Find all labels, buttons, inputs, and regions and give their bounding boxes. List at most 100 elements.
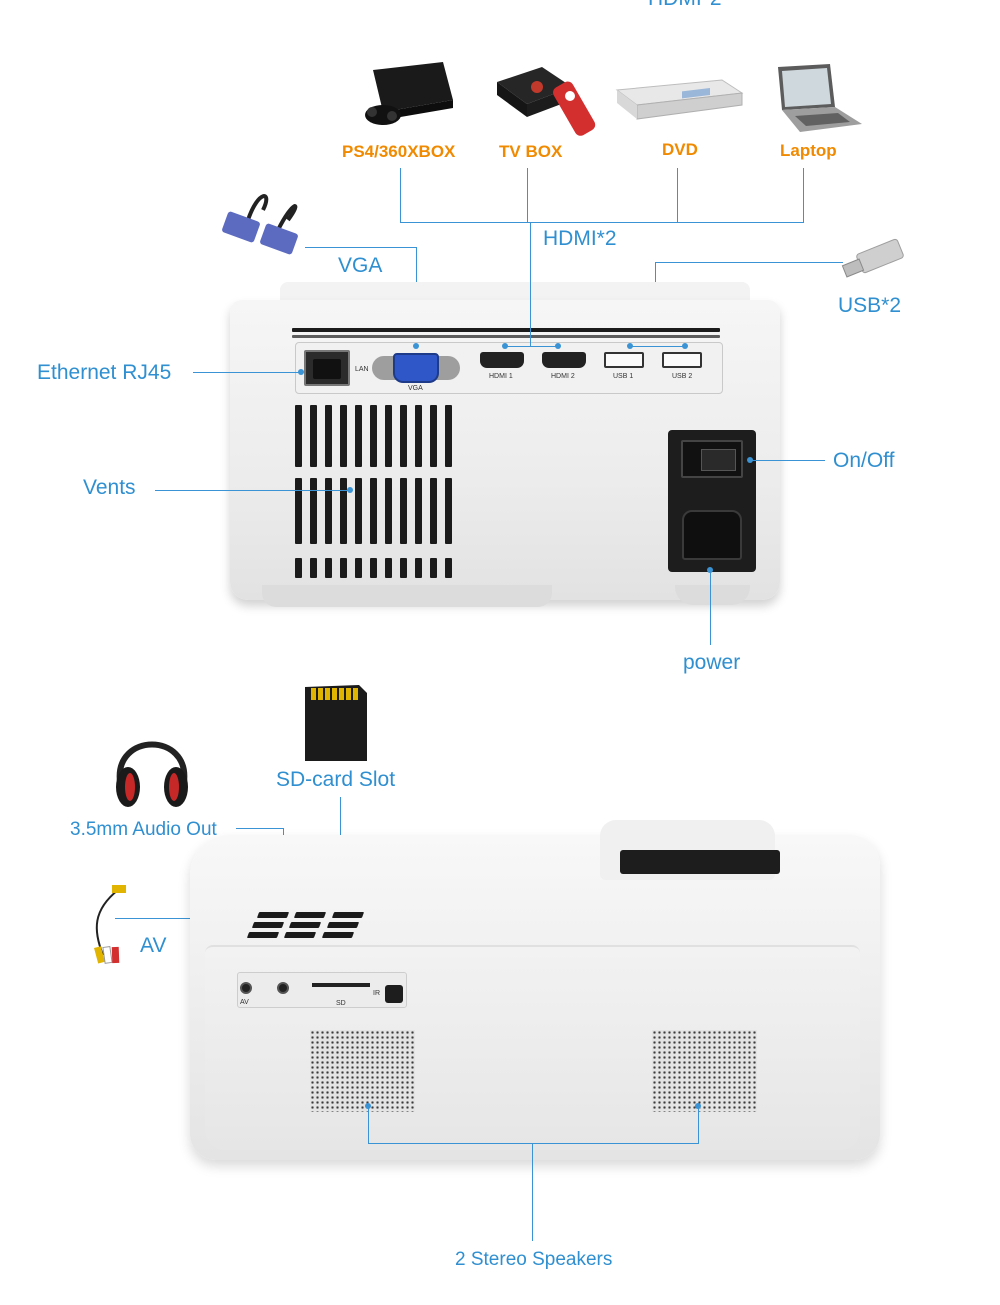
side-top-vent: [256, 912, 290, 918]
vents-callout-line: [155, 490, 350, 491]
hdmi1-port[interactable]: [480, 352, 524, 368]
rear-vent-slot: [370, 558, 377, 578]
rear-vent-slot: [355, 405, 362, 467]
tvbox-connector-line: [527, 168, 528, 223]
rear-vent-slot: [400, 405, 407, 467]
rear-vent-slot: [340, 558, 347, 578]
vga-port-label: VGA: [408, 385, 423, 392]
side-top-vent: [246, 932, 280, 938]
vga-port-socket: [393, 353, 439, 383]
dvd-player-icon: [615, 79, 744, 120]
rear-vent-slot: [340, 405, 347, 467]
rear-vent-slot: [430, 558, 437, 578]
side-top-vent: [293, 912, 327, 918]
vents-dot: [347, 487, 353, 493]
rear-vent-slot: [325, 405, 332, 467]
ethernet-dot: [298, 369, 304, 375]
rear-vent-slot: [385, 558, 392, 578]
side-top-vent: [288, 922, 322, 928]
speakers-bracket: [368, 1143, 699, 1144]
power-callout-line: [710, 570, 711, 645]
speakers-callout-line: [532, 1143, 533, 1241]
hdmi-inner-line-v: [530, 222, 531, 347]
power-label: power: [683, 651, 741, 674]
laptop-icon: [778, 64, 862, 132]
av-callout-line-h: [115, 918, 245, 919]
ethernet-label: Ethernet RJ45: [37, 361, 172, 384]
sdcard-label: SD-card Slot: [276, 768, 396, 791]
rear-vent-slot: [310, 558, 317, 578]
tvbox-label: TV BOX: [499, 142, 563, 161]
ac-power-socket[interactable]: [682, 510, 742, 560]
rear-vent-slot: [310, 405, 317, 467]
hdmi2-port[interactable]: [542, 352, 586, 368]
hdmi-label-cutoff: HDMI*2: [648, 0, 722, 9]
usb2-port[interactable]: [662, 352, 702, 368]
rear-vent-slot: [355, 478, 362, 544]
top-slit-vent: [292, 328, 720, 332]
rear-vent-slot: [295, 405, 302, 467]
hdmi-label: HDMI*2: [543, 227, 617, 250]
usb1-port[interactable]: [604, 352, 644, 368]
tv-box-icon: [497, 67, 596, 136]
side-top-vent: [331, 912, 365, 918]
lan-port-label: LAN: [355, 366, 369, 373]
rear-vent-slot: [325, 478, 332, 544]
right-speaker-grille: [652, 1030, 757, 1112]
side-top-vent: [283, 932, 317, 938]
av-jack[interactable]: [240, 982, 252, 994]
headphones-icon: [116, 741, 188, 807]
rear-vent-slot: [295, 558, 302, 578]
av-label: AV: [140, 934, 167, 957]
rear-vent-slot: [415, 558, 422, 578]
rear-vent-slot: [445, 478, 452, 544]
ethernet-callout-line: [193, 372, 301, 373]
rear-vent-slot: [370, 405, 377, 467]
usb-label: USB*2: [838, 294, 902, 317]
usb2-port-label: USB 2: [672, 373, 693, 380]
side-top-vent: [321, 932, 355, 938]
usb2-dot: [682, 343, 688, 349]
left-speaker-line-v: [368, 1106, 369, 1144]
power-dot: [707, 567, 713, 573]
onoff-dot: [747, 457, 753, 463]
hdmi1-dot: [502, 343, 508, 349]
ps3-console-icon: [365, 62, 453, 125]
top-slit-vent: [292, 335, 720, 338]
vga-callout-line-h: [305, 247, 417, 248]
rear-port-panel: [295, 342, 723, 394]
ethernet-port-inner: [313, 359, 341, 379]
ethernet-port[interactable]: [304, 350, 350, 386]
rear-vent-slot: [415, 478, 422, 544]
laptop-label: Laptop: [780, 141, 837, 160]
usb1-dot: [627, 343, 633, 349]
hdmi1-port-label: HDMI 1: [489, 373, 513, 380]
projector-rear-foot-right: [675, 585, 750, 605]
right-speaker-line-v: [698, 1106, 699, 1144]
av-cable-icon: [94, 885, 126, 964]
laptop-connector-line: [803, 168, 804, 223]
usb-inner-line-h: [630, 346, 685, 347]
av-jack-label: AV: [240, 999, 249, 1006]
sd-card-slot[interactable]: [312, 983, 370, 987]
ps4-label: PS4/360XBOX: [342, 142, 456, 161]
power-switch-rocker: [701, 449, 736, 471]
audio-out-label: 3.5mm Audio Out: [70, 819, 217, 840]
projector-top-window: [620, 850, 780, 874]
vga-cable-icon: [222, 194, 298, 255]
sd-card-icon: [305, 685, 367, 761]
sd-slot-label: SD: [336, 1000, 346, 1007]
audio-callout-line-h: [236, 828, 284, 829]
rear-vent-slot: [325, 558, 332, 578]
dvd-label: DVD: [662, 140, 698, 159]
onoff-label: On/Off: [833, 449, 895, 472]
audio-jack[interactable]: [277, 982, 289, 994]
vga-dot: [413, 343, 419, 349]
rear-vent-slot: [385, 478, 392, 544]
rear-vent-slot: [400, 478, 407, 544]
usb-stick-icon: [841, 238, 904, 278]
hdmi2-dot: [555, 343, 561, 349]
rear-vent-slot: [430, 478, 437, 544]
rear-vent-slot: [295, 478, 302, 544]
vents-label: Vents: [83, 476, 136, 499]
